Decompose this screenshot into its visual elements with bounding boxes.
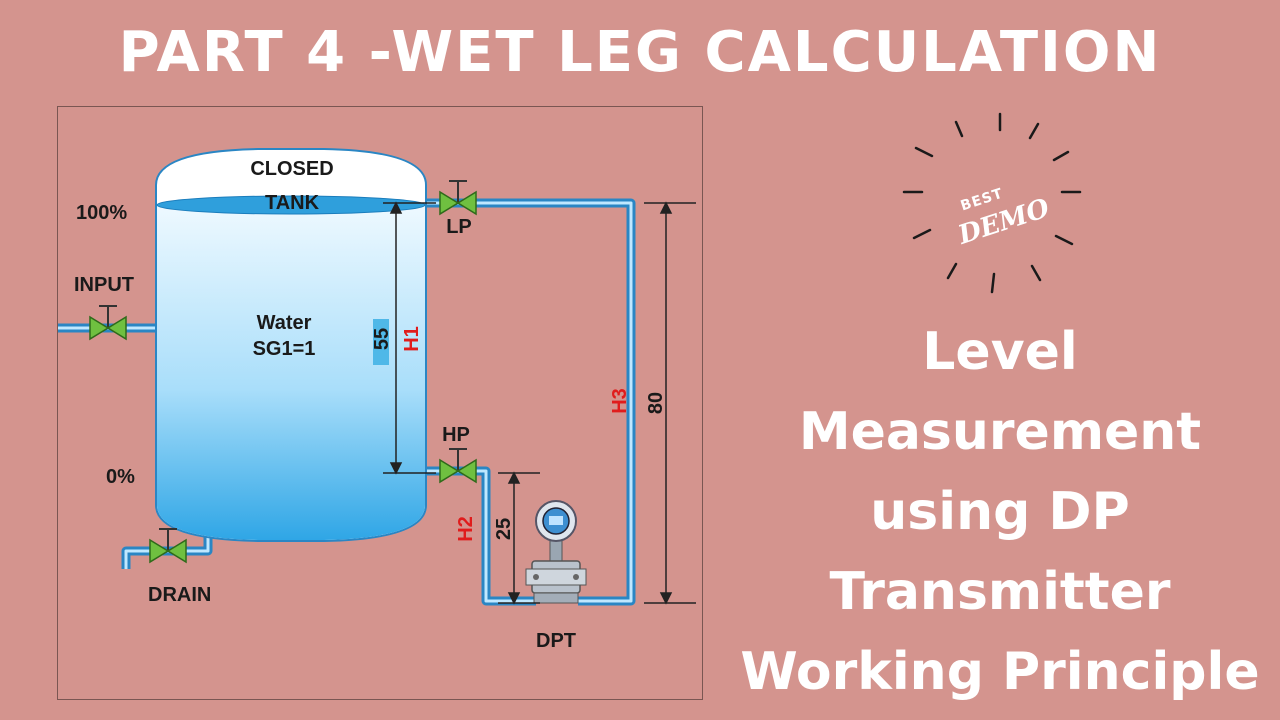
h3-label: H3 bbox=[609, 388, 631, 414]
closed-tank bbox=[155, 148, 427, 542]
water-surface bbox=[156, 195, 426, 215]
dpt-label: DPT bbox=[536, 630, 576, 652]
video-subtitle: Level Measurement using DP Transmitter W… bbox=[720, 312, 1280, 712]
sunburst-rays bbox=[902, 112, 1082, 294]
level-100-label: 100% bbox=[76, 202, 127, 224]
fluid-sg-label: SG1=1 bbox=[253, 338, 316, 360]
hp-pipe bbox=[423, 466, 536, 606]
subtitle-line: using DP bbox=[870, 482, 1130, 542]
fluid-name-label: Water bbox=[257, 312, 312, 334]
input-label: INPUT bbox=[74, 274, 134, 296]
h1-value: 55 bbox=[371, 328, 393, 350]
valve-drain bbox=[149, 528, 187, 564]
page-title: PART 4 -WET LEG CALCULATION bbox=[118, 20, 1162, 85]
h2-value: 25 bbox=[493, 518, 515, 540]
lp-label: LP bbox=[446, 216, 472, 238]
h1-label: H1 bbox=[401, 326, 423, 352]
level-0-label: 0% bbox=[106, 466, 135, 488]
tank-label-tank: TANK bbox=[265, 192, 320, 214]
dp-transmitter-icon bbox=[525, 500, 587, 604]
drain-label: DRAIN bbox=[148, 584, 211, 606]
subtitle-line: Working Principle bbox=[740, 642, 1260, 702]
h2-label: H2 bbox=[455, 516, 477, 542]
subtitle-line: Measurement bbox=[798, 402, 1202, 462]
tank-label-closed: CLOSED bbox=[250, 158, 333, 180]
diagram-svg: CLOSED TANK 100% 0% INPUT DRAIN Water SG… bbox=[58, 148, 696, 652]
subtitle-line: Transmitter bbox=[829, 562, 1171, 622]
hp-label: HP bbox=[442, 424, 470, 446]
valve-lp bbox=[439, 180, 477, 216]
best-demo-badge: BEST DEMO bbox=[902, 112, 1082, 294]
h3-value: 80 bbox=[645, 392, 667, 414]
level-measurement-diagram: CLOSED TANK 100% 0% INPUT DRAIN Water SG… bbox=[57, 106, 703, 700]
h1-marker-bar bbox=[373, 319, 389, 365]
valve-hp bbox=[439, 448, 477, 484]
dimension-lines bbox=[383, 201, 696, 605]
valve-input bbox=[89, 305, 127, 341]
subtitle-line: Level bbox=[922, 322, 1078, 382]
water-fill bbox=[157, 205, 425, 540]
